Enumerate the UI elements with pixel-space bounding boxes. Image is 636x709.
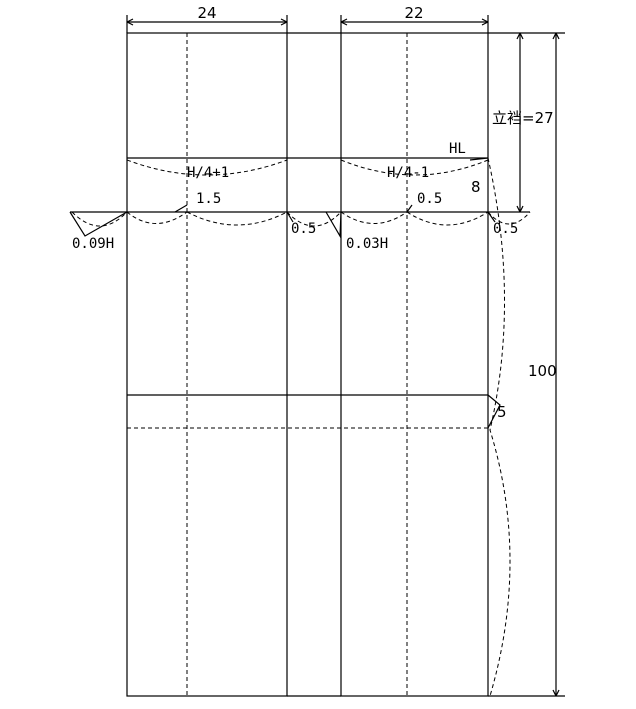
front-panel-outline	[126, 32, 288, 697]
back-crotch-ext-arc	[487, 211, 531, 225]
front-crotch-dim-label: 1.5	[196, 191, 221, 207]
back-panel-outline	[340, 32, 489, 697]
crotch-arcs	[71, 211, 531, 227]
top-dimensions	[126, 15, 489, 33]
length-arrows	[552, 32, 560, 697]
knee-offset-mark	[487, 394, 501, 429]
front-crotch-extension	[69, 211, 128, 237]
back-hip-label: H/4-1	[387, 165, 429, 181]
side-seam-tick-back	[487, 211, 496, 223]
crease-lines	[186, 33, 408, 696]
front-arc-1	[126, 211, 188, 224]
hip-corner-tick	[469, 157, 489, 161]
crotch-extensions	[69, 157, 496, 239]
back-crotch-tick	[406, 204, 413, 213]
front-width-label: 24	[197, 4, 216, 22]
rise-arrows	[516, 32, 524, 213]
front-arc-2	[186, 211, 288, 226]
pattern-frame	[126, 32, 489, 697]
back-hip-arc	[340, 159, 489, 176]
side-seam-tick-front	[286, 211, 294, 223]
right-dimensions	[488, 32, 565, 697]
horizontal-reference-lines	[70, 157, 530, 429]
front-crotch-ext-arc	[71, 211, 128, 227]
front-crotch-tick	[174, 204, 188, 213]
total-length-label: 100	[528, 362, 557, 380]
back-crotch-ext-label: 0.03H	[346, 236, 388, 252]
middle-arc	[286, 211, 342, 227]
front-width-arrows	[126, 18, 288, 26]
rise-label: 立裆=27	[492, 109, 554, 127]
back-crotch-dim-label: 0.5	[417, 191, 442, 207]
front-crotch-ext-label: 0.09H	[72, 236, 114, 252]
side-seam-curve	[487, 157, 511, 697]
front-hip-label: H/4+1	[187, 165, 229, 181]
knee-offset-label: 5	[497, 403, 507, 421]
back-arc-1	[340, 211, 408, 224]
back-crotch-extension	[325, 211, 342, 239]
back-width-arrows	[340, 18, 489, 26]
back-arc-2	[406, 211, 489, 226]
eight-label: 8	[471, 178, 481, 196]
side-seam-front-label: 0.5	[291, 221, 316, 237]
back-width-label: 22	[404, 4, 423, 22]
hip-line-label: HL	[449, 141, 466, 157]
hip-arcs	[126, 159, 489, 176]
side-seam-back-label: 0.5	[493, 221, 518, 237]
